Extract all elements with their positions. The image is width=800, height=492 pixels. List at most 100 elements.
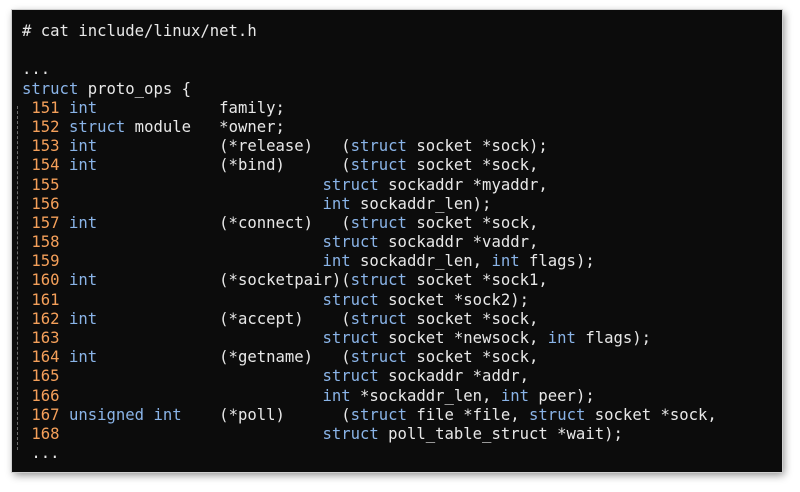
- code-text: family;: [97, 98, 285, 117]
- code-text: (*connect) (: [97, 213, 351, 232]
- code-keyword: int: [68, 348, 98, 367]
- code-line: 157 int (*connect) (struct socket *sock,: [22, 214, 782, 233]
- code-text: [60, 387, 323, 405]
- line-number: 159: [22, 252, 60, 271]
- line-number: 160: [22, 271, 60, 290]
- code-text: [60, 252, 323, 270]
- struct-header: struct proto_ops {: [22, 80, 782, 99]
- code-text: flags);: [519, 252, 595, 271]
- code-text: module *owner;: [125, 117, 285, 136]
- line-number: 166: [22, 386, 60, 405]
- line-number: 167: [22, 405, 60, 424]
- code-text: sockaddr *addr,: [378, 367, 529, 386]
- code-keyword: struct: [68, 117, 126, 136]
- line-number: 161: [22, 290, 60, 309]
- code-text: socket *sock,: [406, 348, 539, 367]
- code-text: socket *sock);: [406, 137, 548, 156]
- blank-line: [22, 41, 782, 60]
- code-text: socket *sock,: [406, 309, 539, 328]
- code-text: [60, 137, 69, 155]
- code-text: socket *sock,: [585, 405, 717, 424]
- line-number: 157: [22, 213, 60, 232]
- code-text: socket *sock,: [406, 213, 539, 232]
- code-text: [60, 425, 323, 443]
- line-number: 162: [22, 309, 60, 328]
- line-number: 154: [22, 156, 60, 175]
- code-line: 155 struct sockaddr *myaddr,: [22, 176, 782, 195]
- code-text: (*bind) (: [97, 156, 351, 175]
- code-text: [60, 99, 69, 117]
- code-keyword: struct: [529, 405, 586, 424]
- code-text: [60, 367, 323, 385]
- code-keyword: struct: [350, 213, 407, 232]
- code-keyword: int: [322, 252, 351, 271]
- code-keyword: int: [68, 98, 98, 117]
- code-line: 156 int sockaddr_len);: [22, 195, 782, 214]
- code-keyword: int: [68, 309, 98, 328]
- code-keyword: unsigned int: [68, 405, 182, 424]
- code-keyword: struct: [322, 233, 379, 252]
- code-text: sockaddr_len,: [350, 252, 492, 271]
- code-keyword: struct: [322, 290, 379, 309]
- code-keyword: struct: [350, 405, 407, 424]
- code-text: [60, 156, 69, 174]
- code-text: [60, 271, 69, 289]
- code-text: sockaddr *myaddr,: [378, 175, 548, 194]
- code-keyword: int: [322, 386, 351, 405]
- code-text: (*socketpair)(: [97, 271, 351, 290]
- code-text: [60, 310, 69, 328]
- code-keyword: struct: [322, 175, 379, 194]
- code-text: [60, 214, 69, 232]
- terminal-output: # cat include/linux/net.h ... struct pro…: [22, 22, 782, 472]
- code-indent-guide: [17, 106, 19, 450]
- code-keyword: int: [500, 386, 529, 405]
- code-keyword: int: [491, 252, 520, 271]
- code-line: 165 struct sockaddr *addr,: [22, 367, 782, 386]
- line-number: 163: [22, 329, 60, 347]
- code-line: 153 int (*release) (struct socket *sock)…: [22, 137, 782, 156]
- code-line: 152 struct module *owner;: [22, 118, 782, 137]
- line-number: 164: [22, 348, 60, 367]
- code-text: (*accept) (: [97, 309, 351, 328]
- code-line: 163 struct socket *newsock, int flags);: [22, 329, 782, 348]
- code-line: 166 int *sockaddr_len, int peer);: [22, 387, 782, 406]
- code-keyword: struct: [350, 137, 407, 156]
- code-keyword: struct: [350, 348, 407, 367]
- code-line: 158 struct sockaddr *vaddr,: [22, 233, 782, 252]
- code-line: 160 int (*socketpair)(struct socket *soc…: [22, 271, 782, 290]
- code-text: socket *sock2);: [378, 290, 529, 309]
- code-keyword: struct: [350, 309, 407, 328]
- code-text: file *file,: [406, 405, 530, 424]
- struct-keyword: struct: [22, 79, 79, 98]
- code-text: (*poll) (: [181, 405, 351, 424]
- code-text: [60, 406, 69, 424]
- code-text: socket *sock,: [406, 156, 539, 175]
- code-keyword: struct: [350, 271, 407, 290]
- code-text: [60, 118, 69, 136]
- code-text: flags);: [575, 329, 652, 347]
- line-number: 158: [22, 233, 60, 252]
- code-text: peer);: [529, 386, 595, 405]
- code-text: sockaddr *vaddr,: [378, 233, 539, 252]
- code-line: 151 int family;: [22, 99, 782, 118]
- code-keyword: struct: [322, 329, 379, 347]
- code-text: (*getname) (: [97, 348, 351, 367]
- code-lines: 151 int family; 152 struct module *owner…: [22, 99, 782, 444]
- code-text: [60, 176, 323, 194]
- code-line: 154 int (*bind) (struct socket *sock,: [22, 156, 782, 175]
- code-text: poll_table_struct *wait);: [378, 424, 623, 443]
- code-line: 164 int (*getname) (struct socket *sock,: [22, 348, 782, 367]
- code-keyword: int: [68, 271, 98, 290]
- line-number: 156: [22, 194, 60, 213]
- code-keyword: int: [68, 156, 98, 175]
- code-text: [60, 195, 323, 213]
- code-text: [60, 348, 69, 366]
- command-line: # cat include/linux/net.h: [22, 22, 257, 40]
- code-line: 167 unsigned int (*poll) (struct file *f…: [22, 406, 782, 425]
- code-keyword: struct: [322, 367, 379, 386]
- code-text: (*release) (: [97, 137, 351, 156]
- ellipsis-bottom: ...: [22, 444, 60, 463]
- code-keyword: int: [547, 329, 576, 347]
- code-keyword: struct: [350, 156, 407, 175]
- code-keyword: struct: [322, 424, 379, 443]
